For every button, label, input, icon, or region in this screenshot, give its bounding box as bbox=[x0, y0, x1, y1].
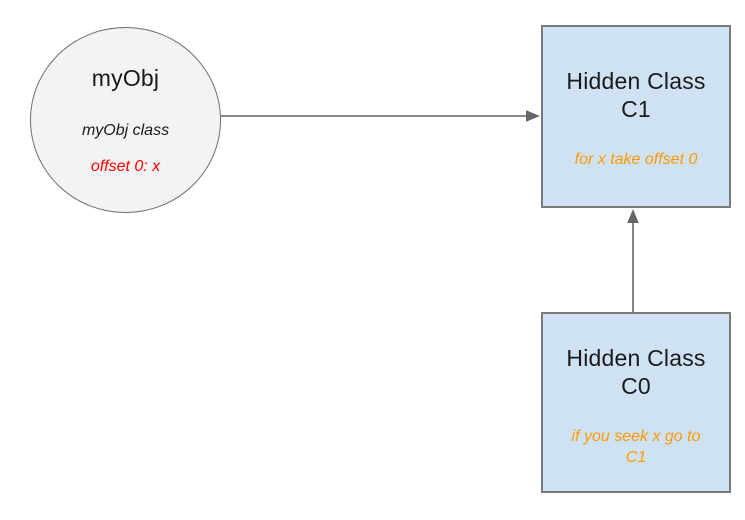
arrow-c0-to-c1 bbox=[627, 209, 639, 312]
c1-title-line1: Hidden Class bbox=[566, 68, 706, 94]
arrow-myobj-to-c1 bbox=[221, 110, 540, 122]
myobj-node: myObj myObj class offset 0: x bbox=[30, 27, 221, 213]
arrowhead-right-icon bbox=[526, 110, 540, 122]
hidden-class-c1-node: Hidden Class C1 for x take offset 0 bbox=[541, 25, 731, 208]
myobj-class-label: myObj class bbox=[81, 122, 170, 139]
c1-note: for x take offset 0 bbox=[574, 151, 698, 168]
c1-title: Hidden Class C1 bbox=[543, 67, 729, 123]
myobj-title: myObj bbox=[91, 65, 160, 91]
c0-title: Hidden Class C0 bbox=[543, 344, 729, 400]
hidden-class-c0-node: Hidden Class C0 if you seek x go to C1 bbox=[541, 312, 731, 493]
c0-note: if you seek x go to C1 bbox=[571, 428, 701, 466]
myobj-property-label: offset 0: x bbox=[90, 158, 161, 175]
arrowhead-up-icon bbox=[627, 209, 639, 223]
c0-title-line2: C0 bbox=[621, 373, 651, 399]
c0-title-line1: Hidden Class bbox=[566, 345, 706, 371]
c1-title-line2: C1 bbox=[621, 96, 651, 122]
